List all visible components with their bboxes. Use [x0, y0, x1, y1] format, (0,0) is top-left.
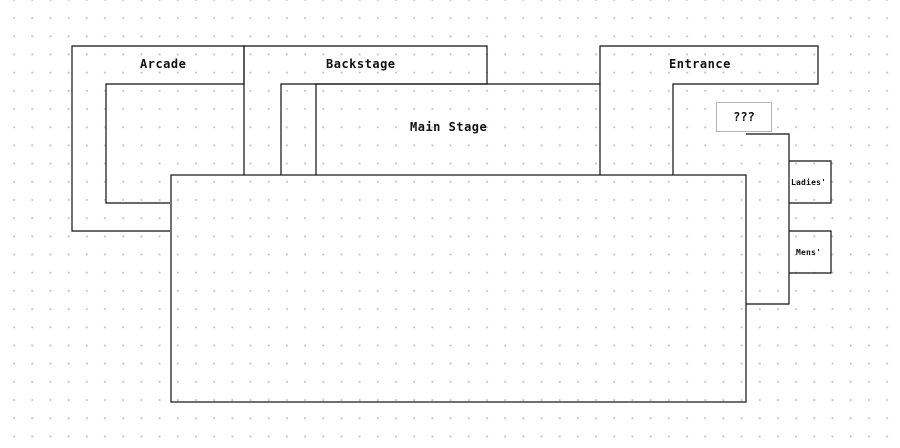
entrance-label: Entrance	[669, 57, 731, 71]
hidden-room-button[interactable]: ???	[716, 102, 772, 132]
arcade-room-walls[interactable]	[71, 45, 245, 232]
east-hall-walls[interactable]	[746, 133, 790, 305]
ladies-restroom-label: Ladies'	[791, 178, 827, 187]
entrance-room-walls[interactable]	[599, 45, 819, 175]
main-stage-room-walls[interactable]	[315, 83, 601, 175]
mens-restroom-walls[interactable]	[789, 230, 832, 274]
main-stage-label: Main Stage	[410, 120, 488, 134]
backstage-label: Backstage	[326, 57, 396, 71]
backstage-room-walls[interactable]	[243, 45, 488, 175]
arcade-label: Arcade	[140, 57, 187, 71]
mens-restroom-label: Mens'	[796, 248, 822, 257]
dining-area-walls[interactable]	[170, 174, 747, 403]
ladies-restroom-walls[interactable]	[789, 160, 832, 204]
